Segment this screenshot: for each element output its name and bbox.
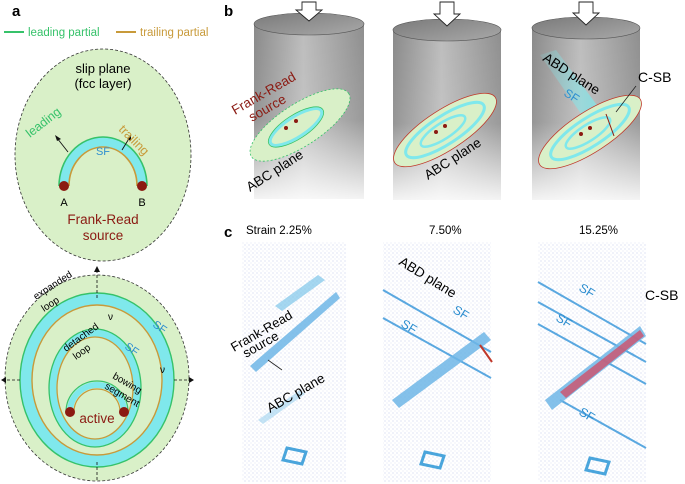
panel-b-label: b xyxy=(224,3,233,20)
leading-arrow xyxy=(56,137,69,153)
bowing-segment-trailing xyxy=(73,388,121,413)
sf-arc-band xyxy=(59,137,147,187)
active-pin-right xyxy=(119,407,129,417)
csb-2-trace xyxy=(479,344,493,363)
pin-point-b xyxy=(137,181,147,191)
sf-3d xyxy=(559,399,647,449)
sf-1-band xyxy=(250,292,340,372)
cylinder-3: ABD plane SF C-SB xyxy=(531,1,671,200)
loop-1-sf xyxy=(268,107,324,147)
snapshot-1: Strain 2.25% Frank-Read source ABC plane xyxy=(228,225,346,482)
panel-a-label: a xyxy=(12,3,21,20)
loop-2-inner-sf xyxy=(419,114,467,148)
point-a-label: A xyxy=(60,197,68,209)
legend: leading partial trailing partial xyxy=(4,27,208,39)
trailing-arrowhead xyxy=(127,134,131,141)
slip-plane-2 xyxy=(393,92,497,168)
sf-2b xyxy=(382,317,492,379)
trailing-partial-arc xyxy=(68,146,138,187)
source-pin-2a xyxy=(434,130,438,134)
slip-plane-bottom: active expanded loop ν SF SF ν detached … xyxy=(1,266,194,482)
slip-plane-3 xyxy=(538,94,642,170)
bowing-segment-leading xyxy=(65,380,129,413)
source-label: source xyxy=(83,228,124,243)
panel-c: c Strain 2.25% Frank-Read source ABC pla… xyxy=(224,224,678,482)
pin-point-a xyxy=(59,181,69,191)
strain-1-label: Strain 2.25% xyxy=(246,225,312,237)
loop-2-outer-sf xyxy=(404,100,486,160)
load-arrow-2 xyxy=(432,1,462,27)
snapshot-2: 7.50% ABD plane SF SF xyxy=(382,225,493,482)
load-arrow-1 xyxy=(294,1,324,22)
snapshot-3: 15.25% C-SB SF SF SF xyxy=(537,225,678,482)
slip-plane-title: slip plane xyxy=(76,61,131,76)
sample-2 xyxy=(383,242,491,482)
detached-loop-leading xyxy=(48,328,142,448)
csb-label-c: C-SB xyxy=(645,287,678,303)
arrow-left-head xyxy=(1,377,6,383)
sf-2-band xyxy=(392,332,491,408)
bowing-segment-sf xyxy=(67,382,127,413)
sf-3b xyxy=(537,301,647,363)
slip-plane-ellipse xyxy=(14,48,192,262)
legend-trailing-label: trailing partial xyxy=(140,27,208,39)
defect-1c xyxy=(281,446,308,466)
source-pin-3a xyxy=(579,132,583,136)
leading-partial-arc xyxy=(58,136,148,187)
defect-2c xyxy=(419,450,446,470)
nu-right: ν xyxy=(160,365,165,376)
arrow-up-head xyxy=(94,266,100,272)
defect-3c xyxy=(584,456,611,476)
csb-trace xyxy=(605,113,615,137)
sf-3a xyxy=(537,281,647,345)
panel-c-label: c xyxy=(224,224,232,241)
leading-arrowhead xyxy=(55,135,61,141)
slip-plane-subtitle: (fcc layer) xyxy=(74,76,131,91)
expanded-loop-trailing xyxy=(31,304,163,456)
slip-plane-1 xyxy=(249,88,351,162)
loop-3-inner-sf xyxy=(564,116,612,150)
csb-label-b: C-SB xyxy=(638,69,671,85)
detached-loop-sf xyxy=(49,329,141,447)
arrow-right-head xyxy=(189,377,194,383)
defect-1b xyxy=(258,390,305,424)
active-label: active xyxy=(79,411,114,426)
csb-3-band xyxy=(560,330,644,398)
sf-label: SF xyxy=(96,146,110,158)
cylinder-1: Frank-Read source ABC plane xyxy=(229,1,365,199)
panel-b: b Frank-Read source ABC plane xyxy=(224,1,671,200)
source-pin-1a xyxy=(284,126,288,130)
detached-loop-trailing xyxy=(56,336,134,440)
frank-read-label: Frank-Read xyxy=(67,212,138,227)
panel-a: a leading partial trailing partial slip … xyxy=(1,3,208,482)
cylinder-2: ABC plane xyxy=(392,1,502,200)
csb-pointer xyxy=(615,85,637,113)
defect-1a xyxy=(275,275,325,311)
source-pin-3b xyxy=(588,126,592,130)
strain-2-label: 7.50% xyxy=(429,225,462,237)
load-arrow-3 xyxy=(571,1,601,26)
strain-3-label: 15.25% xyxy=(579,225,618,237)
legend-leading-label: leading partial xyxy=(28,27,100,39)
nu-top: ν xyxy=(108,312,113,323)
slip-plane-top: slip plane (fcc layer) SF leading traili… xyxy=(14,48,192,262)
source-pin-1b xyxy=(294,119,298,123)
sample-3 xyxy=(538,242,646,482)
source-pointer-c xyxy=(267,359,283,371)
expanded-loop-sf xyxy=(20,293,174,467)
loop-1-leading xyxy=(267,106,325,148)
source-pin-2b xyxy=(443,124,447,128)
sf-3c xyxy=(537,323,647,385)
point-b-label: B xyxy=(138,197,145,209)
active-pin-left xyxy=(65,407,75,417)
loop-3-outer-sf xyxy=(549,102,631,162)
